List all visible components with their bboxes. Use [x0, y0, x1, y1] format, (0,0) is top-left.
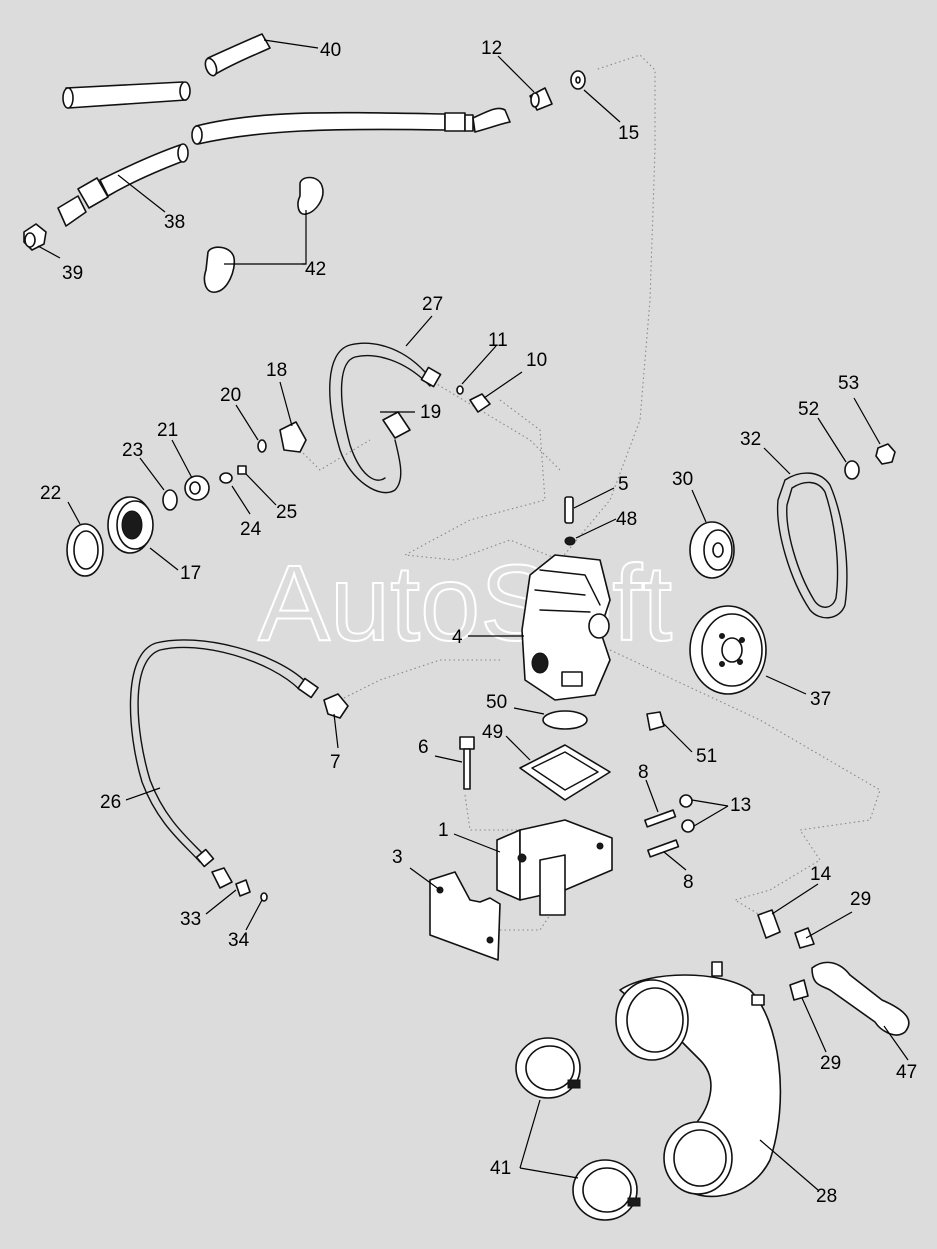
- fitting-12: [529, 87, 553, 111]
- callout-49: 49: [482, 722, 503, 743]
- clamp-41b: [572, 1159, 641, 1221]
- callout-1: 1: [438, 820, 449, 841]
- gasket-49: [519, 744, 611, 801]
- callout-5: 5: [618, 474, 629, 495]
- clamp-42: [203, 176, 324, 293]
- cover-17: [107, 496, 154, 554]
- stud-8b: [647, 839, 680, 858]
- callout-42: 42: [305, 259, 326, 280]
- callout-39: 39: [62, 263, 83, 284]
- pulley-30: [689, 521, 735, 579]
- washer-48: [564, 536, 576, 546]
- callout-labels: 40 12 15 38 39 42 27 11 10 18 19 20 21 2…: [40, 38, 917, 1207]
- callout-15: 15: [618, 123, 639, 144]
- callout-32: 32: [740, 429, 761, 450]
- callout-41: 41: [490, 1158, 511, 1179]
- tube-28: [615, 961, 782, 1198]
- o-ring-11: [456, 385, 464, 395]
- callout-6: 6: [418, 737, 429, 758]
- elbow-7: [323, 693, 349, 719]
- belt-32: [776, 472, 848, 619]
- stud-8a: [644, 809, 677, 828]
- callout-38: 38: [164, 212, 185, 233]
- bolt-5: [564, 496, 574, 524]
- washer-15: [570, 70, 586, 90]
- callout-30: 30: [672, 469, 693, 490]
- callout-11: 11: [488, 330, 508, 351]
- callout-48: 48: [616, 509, 637, 530]
- elbow-18: [279, 421, 307, 453]
- callout-4: 4: [452, 627, 463, 648]
- callout-18: 18: [266, 360, 287, 381]
- callout-23: 23: [122, 440, 143, 461]
- plug-21: [184, 475, 210, 501]
- hose-26: [129, 639, 319, 868]
- callout-29a: 29: [850, 889, 871, 910]
- callout-50: 50: [486, 692, 507, 713]
- callout-28: 28: [816, 1186, 837, 1207]
- o-ring-50: [542, 710, 588, 730]
- bracket-1: [496, 819, 613, 916]
- fitting-10: [469, 393, 491, 413]
- watermark: AutoSoft: [258, 542, 672, 663]
- callout-51: 51: [696, 746, 717, 767]
- callout-47: 47: [896, 1062, 917, 1083]
- hose-top-long: [191, 107, 511, 145]
- hose-38: [57, 143, 189, 227]
- callout-7: 7: [330, 752, 341, 773]
- callout-29b: 29: [820, 1053, 841, 1074]
- compressor-4: [521, 554, 611, 701]
- pulley-37: [689, 605, 767, 695]
- callout-37: 37: [810, 689, 831, 710]
- plate-3: [429, 871, 501, 961]
- hose-40: [62, 33, 271, 109]
- fitting-29a: [794, 927, 815, 949]
- nut-53: [875, 443, 896, 465]
- screw-25: [237, 465, 247, 475]
- callout-14: 14: [810, 864, 832, 885]
- callout-40: 40: [320, 40, 341, 61]
- o-ring-34: [260, 892, 268, 902]
- callout-34: 34: [228, 930, 250, 951]
- fitting-29b: [789, 979, 809, 1001]
- callout-53: 53: [838, 373, 859, 394]
- ring-22: [66, 523, 104, 577]
- bolt-6: [459, 736, 475, 790]
- pipe-47: [811, 961, 910, 1036]
- callout-12: 12: [481, 38, 502, 59]
- hose-27: [329, 342, 442, 494]
- o-ring-23: [162, 489, 178, 511]
- callout-24: 24: [240, 519, 262, 540]
- leader-lines: [37, 39, 909, 1191]
- callout-17: 17: [180, 563, 201, 584]
- washer-52: [844, 460, 860, 480]
- nut-13: [679, 794, 695, 833]
- nut-39: [23, 223, 47, 251]
- fitting-33: [211, 867, 251, 897]
- fitting-14: [757, 909, 781, 939]
- callout-8a: 8: [638, 762, 649, 783]
- callout-27: 27: [422, 294, 443, 315]
- o-ring-20: [257, 439, 267, 453]
- callout-52: 52: [798, 399, 819, 420]
- callout-21: 21: [157, 420, 178, 441]
- callout-19: 19: [420, 402, 441, 423]
- callout-26: 26: [100, 792, 121, 813]
- callout-33: 33: [180, 909, 201, 930]
- callout-10: 10: [526, 350, 547, 371]
- callout-8b: 8: [683, 872, 694, 893]
- callout-13: 13: [730, 795, 751, 816]
- callout-20: 20: [220, 385, 241, 406]
- callout-22: 22: [40, 483, 61, 504]
- washer-24: [219, 472, 233, 484]
- clamp-41a: [515, 1037, 581, 1099]
- callout-3: 3: [392, 847, 403, 868]
- callout-25: 25: [276, 502, 297, 523]
- plug-51: [646, 711, 665, 731]
